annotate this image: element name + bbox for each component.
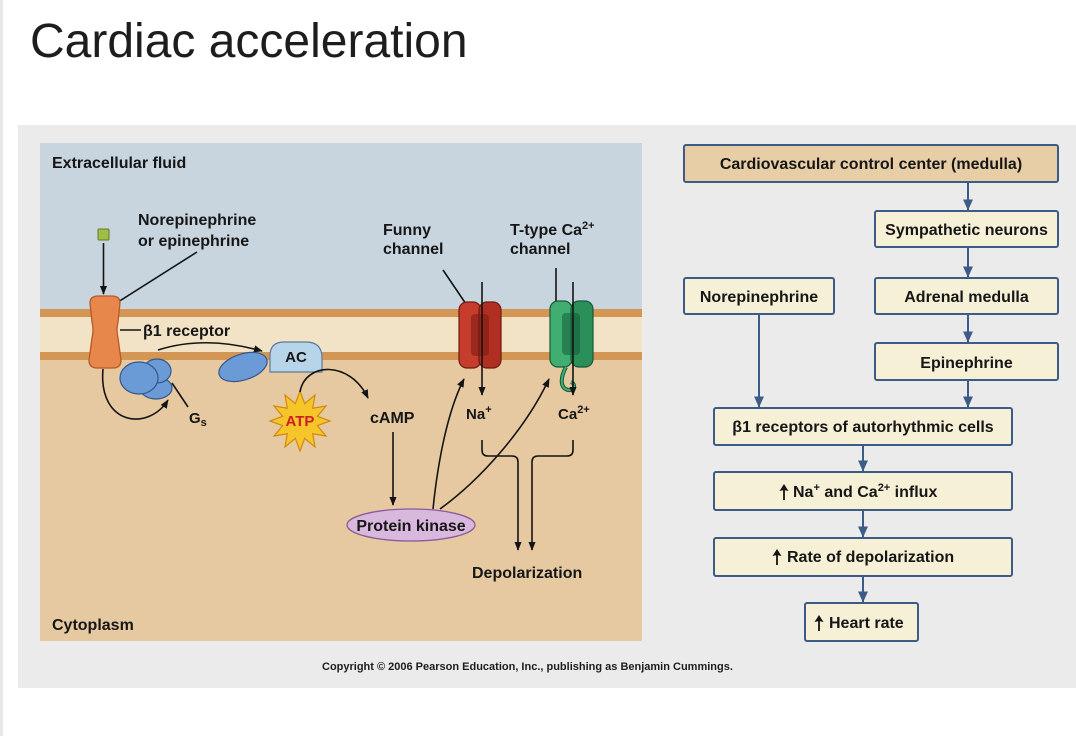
- g-protein: [119, 358, 173, 400]
- depolarization-rate-label: Rate of depolarization: [787, 549, 954, 566]
- ion-influx-label: Na+ and Ca2+ influx: [793, 482, 937, 501]
- sodium-label: Na+: [466, 404, 492, 423]
- g-protein-to-ac-arrow: [157, 341, 263, 353]
- adrenal-medulla-label: Adrenal medulla: [904, 289, 1029, 306]
- receptor-to-g-protein-arrow: [101, 368, 169, 420]
- membrane-core: [40, 317, 642, 352]
- beta1-receptors-label: β1 receptors of autorhythmic cells: [732, 419, 994, 436]
- flowchart: Cardiovascular control center (medulla) …: [683, 144, 1059, 642]
- norepinephrine-box: [683, 277, 835, 315]
- membrane-inner-leaflet: [40, 352, 642, 360]
- control-center-box: [683, 144, 1059, 183]
- beta1-receptor-label: β1 receptor: [143, 323, 230, 340]
- ttype-channel-label-line2: channel: [510, 241, 570, 258]
- ligand-leader-line: [117, 251, 198, 303]
- funny-channel-label-line1: Funny: [383, 222, 431, 239]
- adrenal-medulla-box: [874, 277, 1059, 315]
- ion-influx-label-part-influx: influx: [890, 484, 937, 501]
- sympathetic-neurons-label: Sympathetic neurons: [885, 222, 1048, 239]
- ttype-channel-label-text: T-type Ca: [510, 222, 582, 239]
- ttype-channel-pore: [562, 313, 580, 355]
- cytoplasm-region: [40, 360, 642, 641]
- atp-label: ATP: [286, 413, 315, 430]
- slide-edge: [0, 0, 3, 736]
- calcium-label: Ca2+: [558, 404, 590, 423]
- ttype-channel-label-line1: T-type Ca2+: [510, 220, 595, 239]
- copyright-notice: Copyright © 2006 Pearson Education, Inc.…: [322, 661, 733, 673]
- ion-influx-label-part-sodium: Na: [793, 484, 814, 501]
- ligand-label-line2: or epinephrine: [138, 233, 249, 250]
- protein-kinase-label: Protein kinase: [356, 518, 465, 535]
- epinephrine-box: [874, 342, 1059, 381]
- funny-channel-label-line2: channel: [383, 241, 443, 258]
- slide-title: Cardiac acceleration: [30, 15, 468, 68]
- g-protein-subunit-alpha: [119, 361, 159, 395]
- kinase-to-funny-channel-arrow: [432, 378, 465, 510]
- calcium-label-text: Ca: [558, 406, 578, 423]
- sympathetic-neurons-box: [874, 210, 1059, 248]
- extracellular-fluid-label: Extracellular fluid: [52, 155, 186, 172]
- beta1-receptors-box: [713, 407, 1013, 446]
- control-center-label: Cardiovascular control center (medulla): [720, 156, 1022, 173]
- ion-influx-label-sodium-superscript: +: [813, 482, 819, 494]
- g-protein-label-text: G: [189, 410, 201, 427]
- ac-label: AC: [285, 349, 307, 366]
- g-protein-label: Gs: [189, 410, 207, 429]
- funny-channel-pore: [471, 314, 489, 356]
- sodium-label-superscript: +: [485, 404, 491, 416]
- ion-influx-box: [713, 471, 1013, 511]
- ttype-channel-label-superscript: 2+: [582, 220, 595, 232]
- sodium-to-depolarization-arrow: [481, 440, 522, 551]
- g-protein-leader-line: [171, 382, 189, 408]
- calcium-label-superscript: 2+: [577, 404, 590, 416]
- depolarization-rate-box: [713, 537, 1013, 577]
- funny-channel-leader-line: [442, 269, 467, 305]
- atp-to-camp-arrow: [299, 368, 369, 399]
- heart-rate-label: Heart rate: [829, 615, 904, 632]
- atp-starburst-icon: [268, 389, 332, 453]
- ligand-icon: [97, 228, 110, 241]
- funny-channel: [458, 301, 502, 369]
- ion-influx-label-calcium-superscript: 2+: [878, 482, 891, 494]
- calcium-to-depolarization-arrow: [528, 440, 574, 551]
- ion-influx-label-part-calcium: and Ca: [820, 484, 878, 501]
- extracellular-region: [40, 143, 642, 309]
- kinase-to-ttype-channel-arrow: [439, 378, 550, 510]
- cytoplasm-label: Cytoplasm: [52, 617, 134, 634]
- epinephrine-label: Epinephrine: [920, 355, 1013, 372]
- activated-g-alpha-subunit: [218, 351, 268, 383]
- g-protein-label-subscript: s: [201, 417, 207, 429]
- heart-rate-box: [804, 602, 919, 642]
- beta1-receptor: [88, 295, 122, 369]
- ligand-label-line1: Norepinephrine: [138, 212, 256, 229]
- ttype-calcium-channel: [549, 300, 594, 393]
- depolarization-label: Depolarization: [472, 565, 582, 582]
- adenylyl-cyclase: [269, 341, 323, 373]
- sodium-label-text: Na: [466, 406, 486, 423]
- cell-diagram: Extracellular fluid Cytoplasm Norepineph…: [40, 143, 642, 641]
- camp-label: cAMP: [370, 410, 415, 427]
- norepinephrine-label: Norepinephrine: [700, 289, 818, 306]
- protein-kinase: [346, 508, 476, 542]
- membrane-outer-leaflet: [40, 309, 642, 317]
